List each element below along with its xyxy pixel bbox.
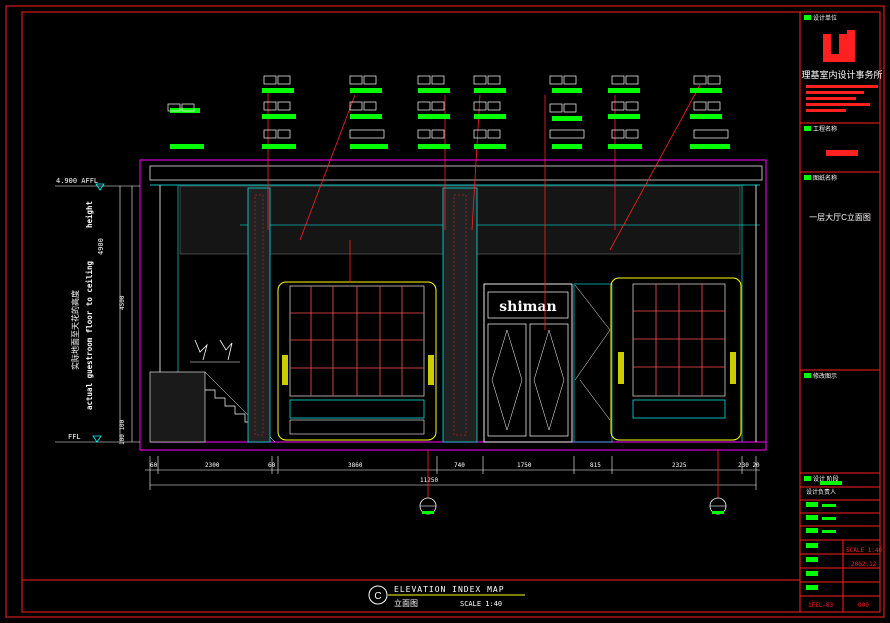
drawing-label: 图纸名称 — [813, 174, 837, 182]
drawing-footer-title: C ELEVATION INDEX MAP 立面图 SCALE 1:40 — [368, 585, 525, 608]
outer-frame — [5, 5, 885, 618]
dim-7: 2325 — [672, 462, 687, 469]
dim-secondary: 4900 — [97, 238, 105, 255]
dim-1: 2300 — [205, 462, 220, 469]
bottom-dimensions: 60 2300 60 3860 740 1750 815 2325 230 20… — [145, 450, 760, 515]
dim-2: 60 — [268, 462, 276, 469]
company-label: 设计单位 — [813, 14, 837, 22]
design-stage-label: 设计 阶段 — [813, 475, 839, 483]
note-label: 修改图示 — [813, 372, 837, 380]
index-circle — [368, 585, 388, 605]
dim-8: 230 20 — [738, 462, 760, 469]
annotation-tags — [167, 75, 730, 149]
side-note-cn: 实际地面至天花的高度 — [70, 290, 80, 370]
project-label: 工程名称 — [813, 125, 837, 133]
dim-main: 4500 — [119, 295, 126, 310]
level-markers: 4.900 AFFL FFL 4500 4900 100 100 实际地面至天花… — [55, 177, 140, 445]
dim-total: 11250 — [420, 477, 438, 484]
dim-6: 815 — [590, 462, 601, 469]
inner-frame — [21, 11, 881, 613]
scale-value: SCALE 1:40 — [846, 547, 883, 554]
footer-title-cn: 立面图 — [394, 598, 418, 608]
level-top-label: 4.900 AFFL — [56, 177, 98, 185]
dim-3: 3860 — [348, 462, 363, 469]
level-floor-label: FFL — [68, 433, 81, 441]
drawing-name: 一层大厅C立面图 — [809, 212, 871, 222]
sheet-code: 1FEL-03 — [808, 602, 834, 609]
design-lead-label: 设计负责人 — [806, 488, 836, 496]
side-note-en1: actual guestroom floor to ceiling — [85, 261, 94, 410]
shop-sign: shiman — [499, 299, 556, 315]
date-value: 2002.12 — [851, 561, 877, 568]
dim-4: 740 — [454, 462, 465, 469]
company-logo — [823, 30, 855, 62]
footer-title-en: ELEVATION INDEX MAP — [394, 585, 505, 594]
title-block: 设计单位 理基室内设计事务所 工程名称 图纸名称 一层大厅C立面图 修改图示 — [800, 14, 883, 612]
dim-0: 60 — [150, 462, 158, 469]
dim-bottom: 100 100 — [119, 419, 126, 445]
index-letter: C — [374, 591, 381, 602]
elevation: shiman — [139, 84, 767, 451]
company-name: 理基室内设计事务所 — [801, 69, 882, 80]
svg-text:000: 000 — [858, 602, 869, 609]
side-note-en2: height — [85, 201, 94, 228]
dim-5: 1750 — [517, 462, 532, 469]
footer-scale: SCALE 1:40 — [460, 600, 502, 608]
